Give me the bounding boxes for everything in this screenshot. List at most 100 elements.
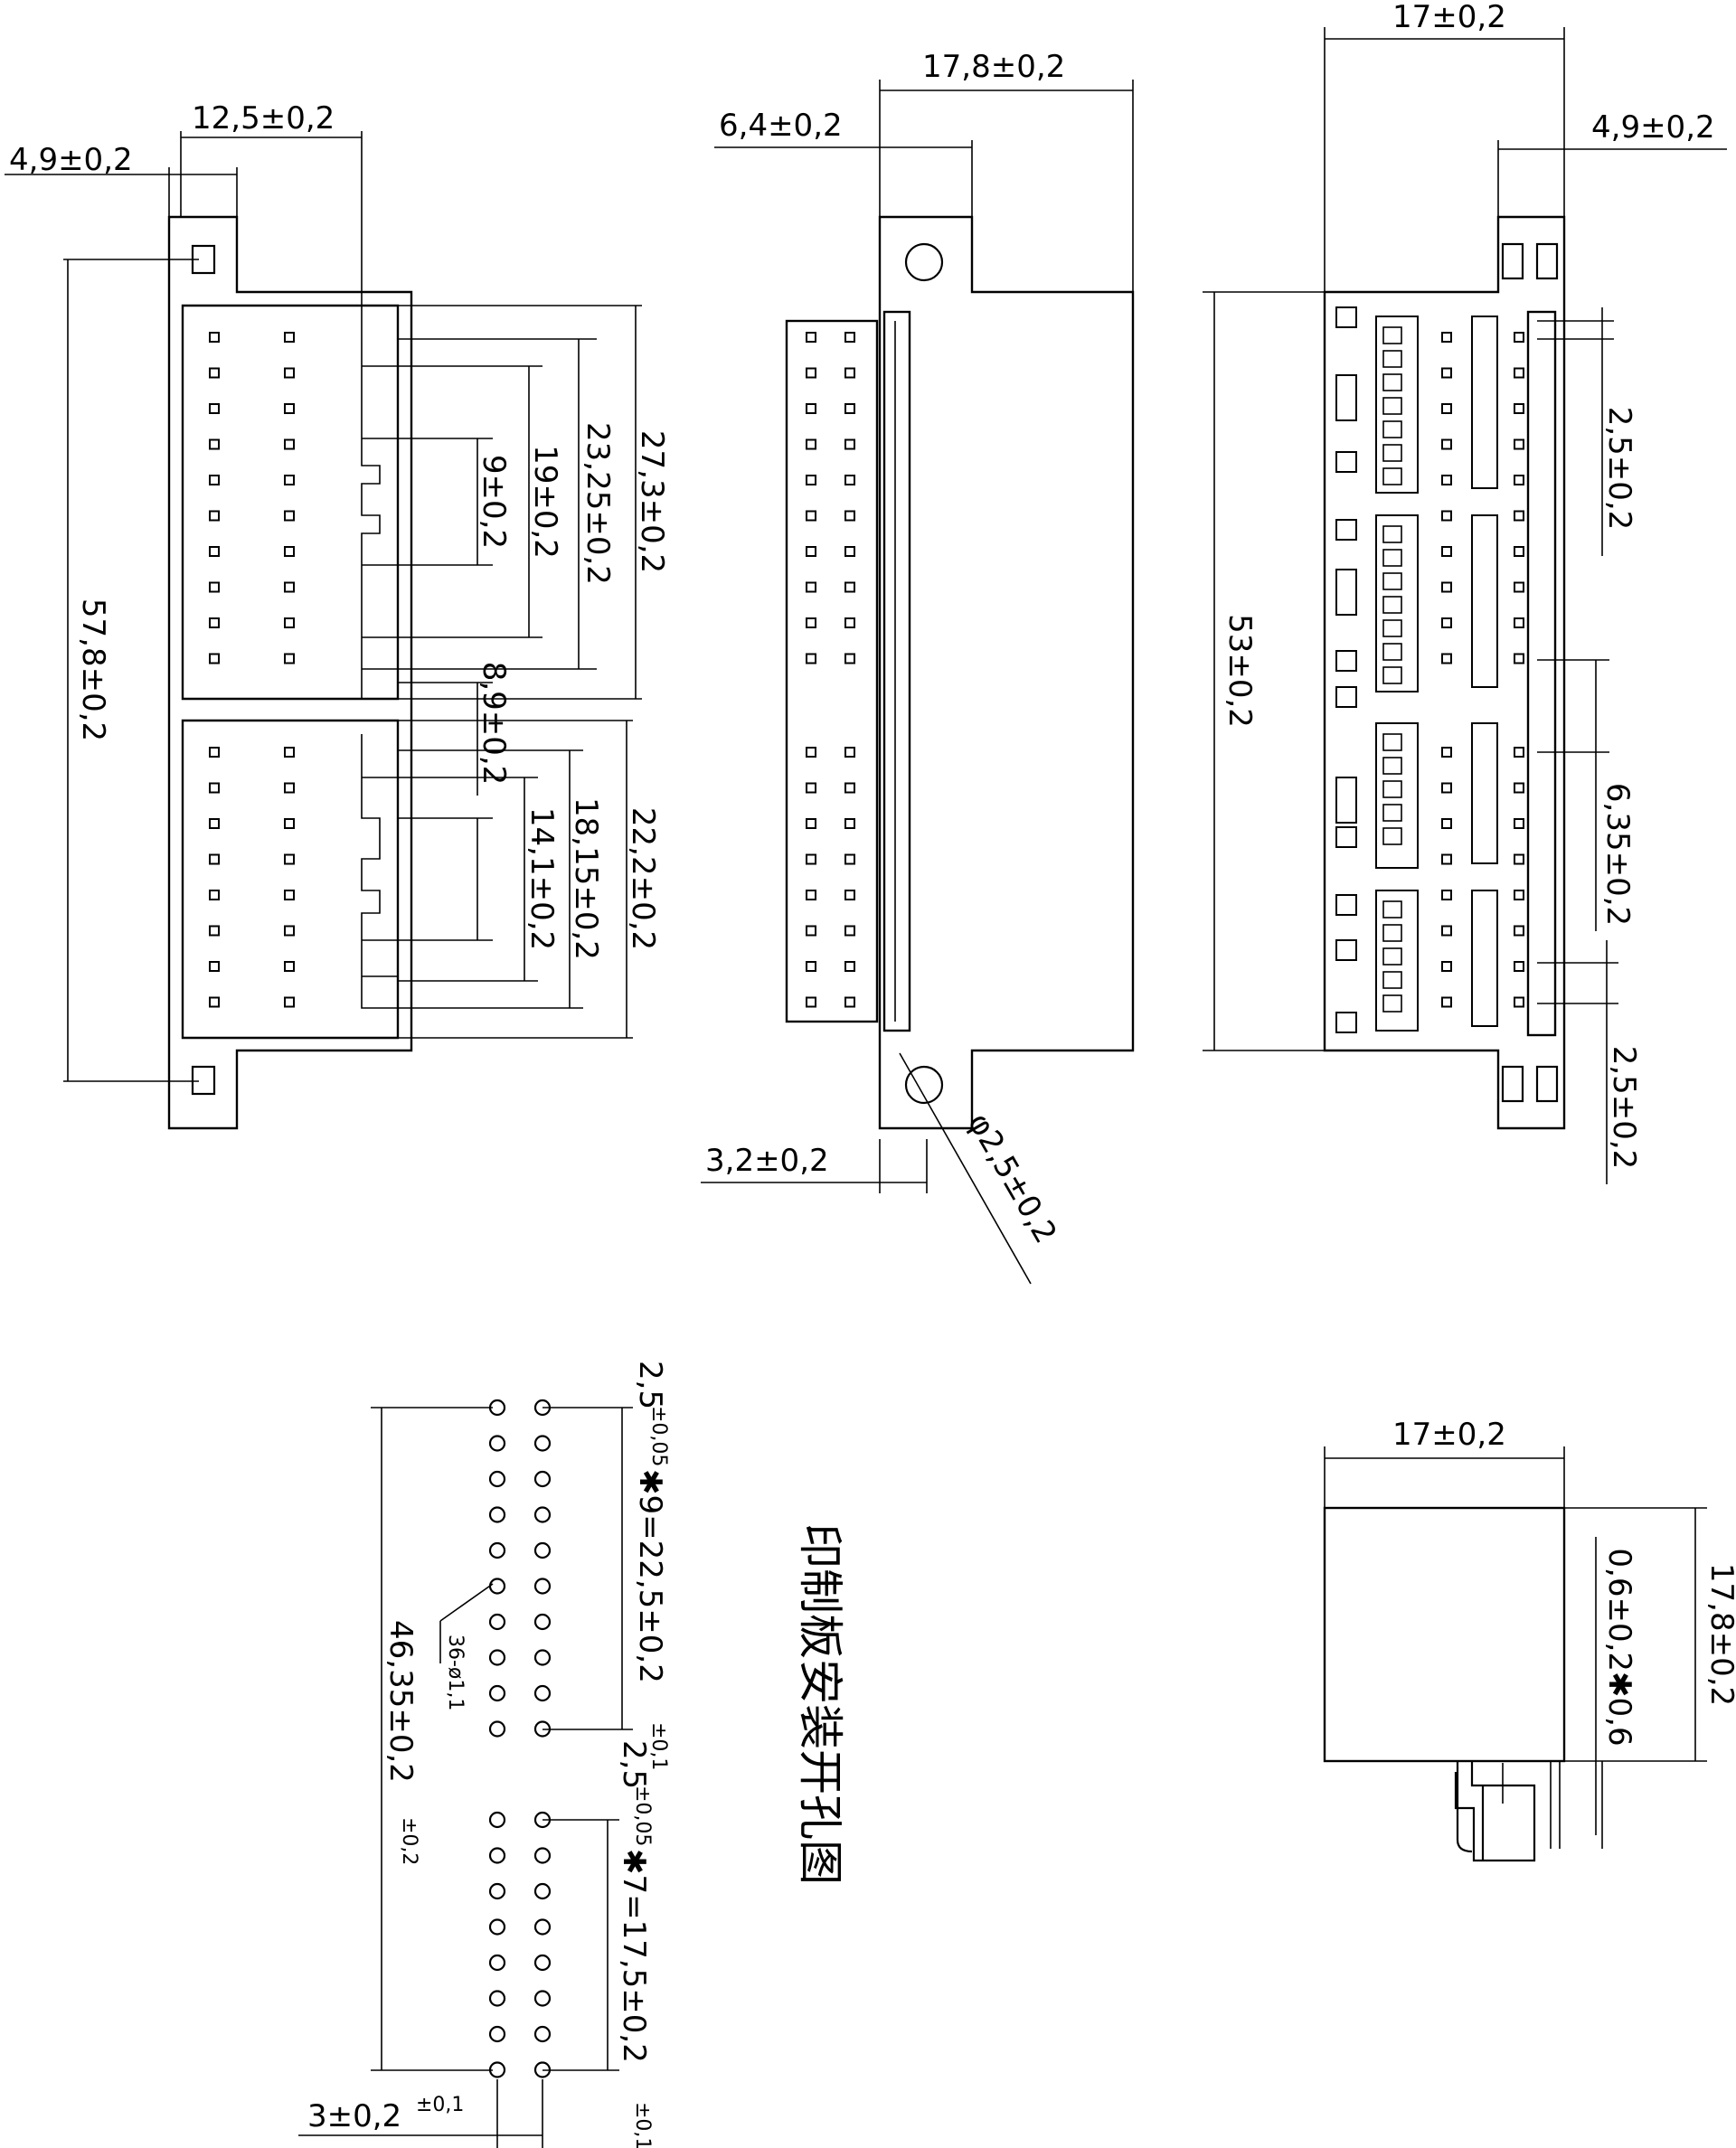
side-pin (844, 653, 855, 664)
front-dim-upper-latch-span: 19±0,2 (527, 445, 563, 559)
rear-pin (1514, 438, 1524, 450)
front-pin (284, 510, 295, 522)
front-pin (284, 961, 295, 972)
side-pin (844, 818, 855, 829)
front-pin-grid (209, 332, 295, 1008)
side-pin (806, 818, 816, 829)
rear-contact-slot (1471, 316, 1498, 489)
rear-latch-cell (1382, 326, 1402, 344)
front-dim-lower-pitch-span: 18,15±0,2 (568, 797, 604, 960)
pcb-dim-hole-callout: 36-ø1,1 (444, 1635, 467, 1710)
front-pin (209, 475, 220, 485)
pcb-dim-row-spacing: 3±0,2 ±0,1 (307, 2094, 464, 2134)
front-pin (209, 782, 220, 794)
end-view-pin-header (1454, 1761, 1536, 1862)
rear-edge-rail (1526, 310, 1557, 1037)
top-mount-hole (904, 242, 944, 282)
rear-pin (1441, 782, 1452, 794)
rear-side-window (1335, 777, 1357, 824)
pcb-hole (533, 1990, 552, 2007)
side-pin (806, 653, 816, 664)
front-pin (209, 403, 220, 414)
rear-contact-slot (1471, 890, 1498, 1027)
pcb-hole (533, 1506, 552, 1523)
rear-dim-height: 53±0,2 (1222, 614, 1258, 728)
front-pin (209, 925, 220, 937)
pcb-hole (488, 2025, 506, 2043)
rear-dim-pitch-top: 2,5±0,2 (1601, 407, 1637, 531)
end-view: 17±0,2 17,8±0,2 0,6±0,2✱0,6 (1323, 1417, 1736, 1862)
side-pin (844, 367, 855, 379)
front-pin (209, 996, 220, 1008)
front-pin (209, 581, 220, 593)
rear-latch-cell (1382, 757, 1402, 775)
rear-pin (1441, 617, 1452, 628)
side-pin (844, 332, 855, 343)
rear-pin (1514, 475, 1524, 485)
pcb-dim-upper-pitch-tol: ±0,05 (647, 1406, 670, 1466)
side-pin (806, 782, 816, 794)
pcb-dim-lower-pitch-formula: ✱7=17,5±0,2 (616, 1849, 652, 2063)
rear-pin (1514, 332, 1524, 343)
bottom-mount-slot (191, 1065, 216, 1096)
front-pin (209, 367, 220, 379)
pcb-hole (533, 1578, 552, 1595)
rear-pin (1441, 653, 1452, 664)
rear-latch-cell (1382, 804, 1402, 822)
pcb-dim-total-span-base: 46,35±0,2 (382, 1620, 419, 1783)
rear-pin (1441, 546, 1452, 557)
pcb-hole (533, 1847, 552, 1864)
end-dim-pin-section: 0,6±0,2✱0,6 (1601, 1548, 1637, 1746)
side-view-outline (878, 215, 1135, 1130)
rear-dim-width: 17±0,2 (1392, 0, 1506, 35)
rear-latch-cell (1382, 467, 1402, 485)
rear-latch-cell (1382, 924, 1402, 942)
rear-side-window (1335, 686, 1357, 708)
front-pin (284, 925, 295, 937)
rear-dim-pitch-bottom: 2,5±0,2 (1606, 1046, 1642, 1170)
front-dim-upper-latch-inner: 9±0,2 (476, 455, 512, 549)
rear-latch-cell (1382, 549, 1402, 567)
pcb-layout-title: 印制板安装开孔图 (794, 1523, 846, 1885)
rear-latch-cell (1382, 947, 1402, 966)
pcb-hole (488, 1435, 506, 1452)
side-pin (844, 853, 855, 865)
side-dim-depth: 17,8±0,2 (922, 49, 1065, 85)
pcb-hole (488, 1918, 506, 1936)
end-dimension-lines (1324, 1446, 1707, 1835)
rear-pin (1514, 925, 1524, 937)
side-pin (844, 581, 855, 593)
pcb-hole (533, 1684, 552, 1702)
rear-latch-cell (1382, 420, 1402, 438)
front-pin (209, 961, 220, 972)
rear-side-window (1335, 826, 1357, 848)
rear-pin (1441, 996, 1452, 1008)
pcb-hole (533, 1954, 552, 1972)
pcb-hole (488, 1541, 506, 1559)
side-pin (844, 996, 855, 1008)
rear-pin (1514, 890, 1524, 900)
side-pin (806, 546, 816, 557)
rear-latch-cell (1382, 733, 1402, 751)
side-dim-hole-diameter: φ2,5±0,2 (960, 1107, 1063, 1250)
side-dim-flange-offset: 6,4±0,2 (719, 108, 843, 144)
rear-pin (1441, 853, 1452, 865)
pcb-hole (488, 1720, 506, 1738)
side-pin (806, 367, 816, 379)
rear-dimension-lines (1203, 27, 1727, 1184)
rear-pin (1514, 510, 1524, 522)
side-pin (844, 546, 855, 557)
rear-bottom-tab-slot-1 (1501, 1065, 1524, 1103)
rear-dim-tab-width: 4,9±0,2 (1591, 109, 1715, 146)
pcb-dim-lower-pitch: 2,5 ±0,05 ✱7=17,5±0,2 ±0,1 (616, 1740, 654, 2148)
rear-latch-cell (1382, 900, 1402, 919)
side-pin (806, 475, 816, 485)
side-pin (806, 438, 816, 450)
front-pin (284, 996, 295, 1008)
pcb-hole (533, 1470, 552, 1488)
front-pin (209, 546, 220, 557)
front-pin (284, 367, 295, 379)
front-pin (209, 653, 220, 664)
upper-contact-block (181, 304, 400, 701)
